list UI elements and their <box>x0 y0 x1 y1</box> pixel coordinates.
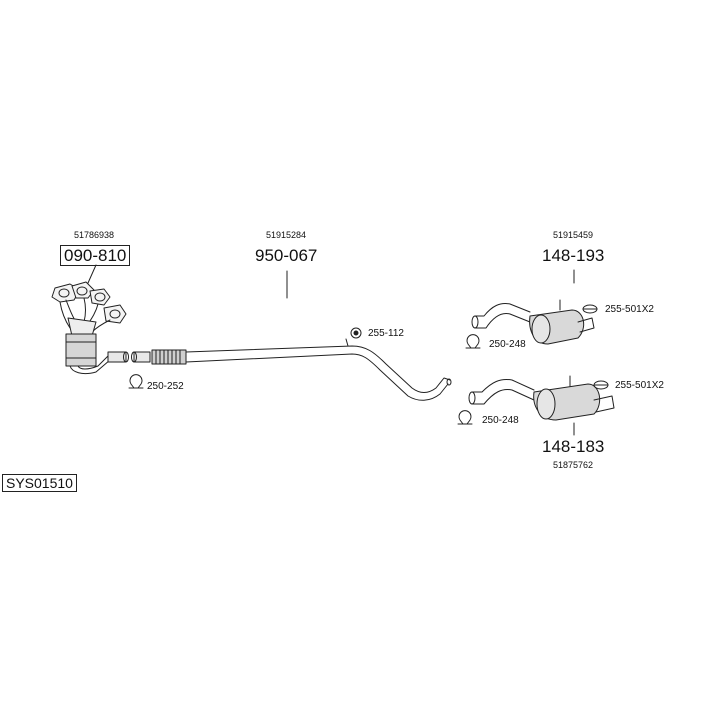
rear-muffler-a-part-number: 148-193 <box>542 246 605 265</box>
clamp-icon <box>457 410 473 425</box>
clamp-label-rear-a: 250-248 <box>489 339 526 350</box>
hanger-label-rear-a: 255-501X2 <box>605 304 654 315</box>
rubber-hanger-icon <box>350 327 362 339</box>
front-pipe-oem-number: 51915284 <box>266 230 307 240</box>
hanger-label-rear-b: 255-501X2 <box>615 380 664 391</box>
front-pipe-part-number: 950-067 <box>255 246 318 265</box>
rubber-hanger-icon <box>582 304 598 314</box>
manifold-part-number: 090-810 <box>60 245 131 266</box>
front-pipe-drawing <box>131 270 452 401</box>
rear-muffler-b-part-number: 148-183 <box>542 437 605 456</box>
rear-muffler-a-oem-number: 51915459 <box>553 230 594 240</box>
rubber-hanger-icon <box>593 380 609 390</box>
rear-muffler-b-drawing <box>468 375 615 436</box>
hanger-label-pipe: 255-112 <box>368 328 404 339</box>
manifold-catalyst-drawing <box>51 264 129 375</box>
clamp-icon <box>128 374 144 389</box>
system-code: SYS01510 <box>2 474 77 492</box>
rear-muffler-a-drawing <box>471 269 595 345</box>
clamp-label-rear-b: 250-248 <box>482 415 519 426</box>
manifold-oem-number: 51786938 <box>74 230 115 240</box>
rear-muffler-b-oem-number: 51875762 <box>553 460 594 470</box>
clamp-icon <box>465 334 481 349</box>
clamp-label-manifold: 250-252 <box>147 381 184 392</box>
